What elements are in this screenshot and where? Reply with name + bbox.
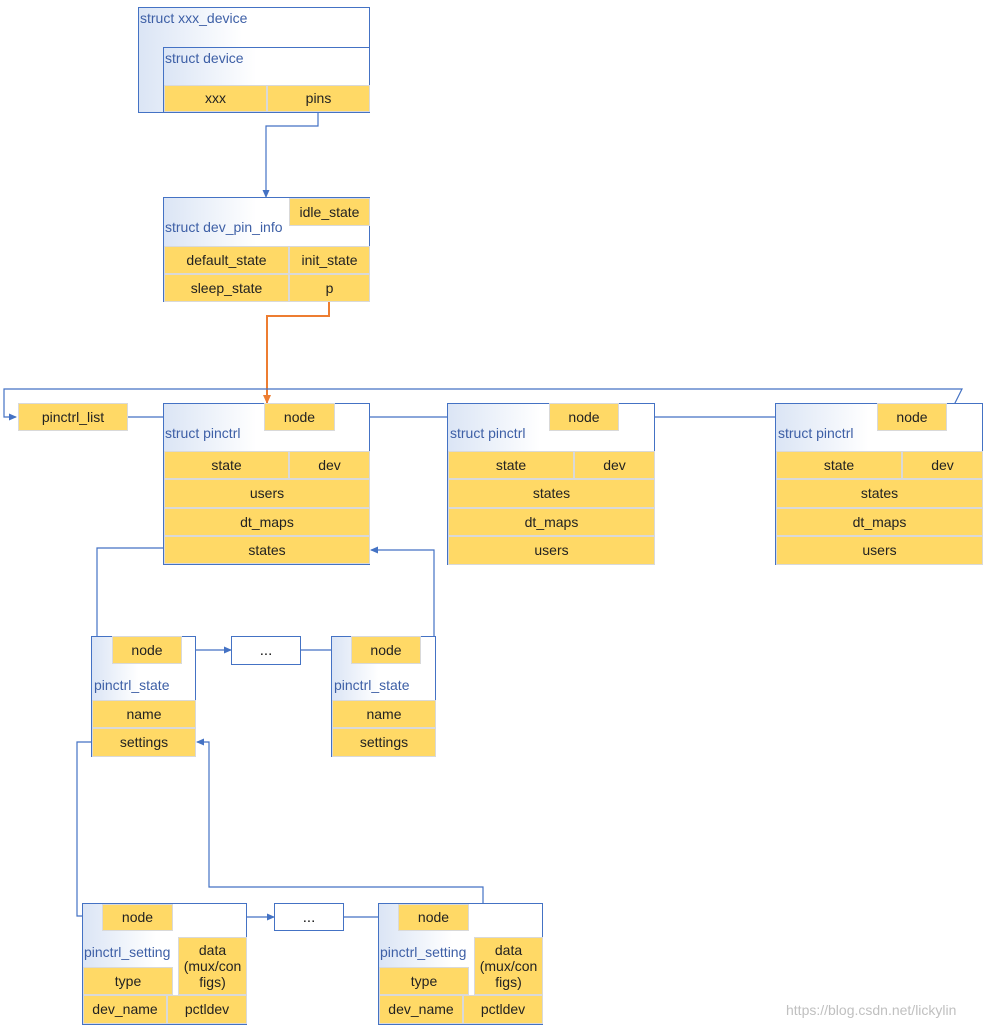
setting-ellipsis-box: ... [274,903,344,931]
pinctrl-node-1: node [264,403,335,431]
state2-to-states-line [370,546,435,651]
pinctrl-state-field-3: state [776,451,902,479]
setting-node-2: node [398,904,469,931]
setting-node-1: node [102,904,173,931]
state-ellipsis-box: ... [231,636,301,665]
states-to-state1-line [96,544,171,654]
pinctrl-node-3: node [877,403,947,431]
pinctrl-state-title-2: pinctrl_state [334,677,410,693]
pinctrl-dt-maps-field-1: dt_maps [164,508,370,536]
setting-type-field-2: type [379,967,469,995]
default-state-field: default_state [164,246,289,274]
p-to-pinctrl-arrow [263,301,330,404]
xxx-device-title: struct xxx_device [140,10,248,26]
device-title: struct device [165,50,244,66]
pinctrl-dev-field-3: dev [902,451,983,479]
dev-pin-info-title: struct dev_pin_info [165,219,283,235]
setting-dev-name-field-1: dev_name [83,995,167,1024]
p-field: p [289,274,370,302]
pinctrl-title-1: struct pinctrl [165,425,241,441]
watermark: https://blog.csdn.net/lickylin [786,1002,957,1018]
pinctrl-title-3: struct pinctrl [778,425,854,441]
pinctrl-states-field-2: states [448,479,655,508]
pinctrl-states-field-3: states [776,479,983,508]
setting-data-field-2: data (mux/con figs) [474,937,543,995]
pinctrl-states-field-1: states [164,536,370,564]
init-state-field: init_state [289,246,370,274]
pinctrl-list-head: pinctrl_list [18,403,128,431]
pinctrl-state-title-1: pinctrl_state [94,677,170,693]
pinctrl-users-field-2: users [448,536,655,565]
setting-pctldev-field-1: pctldev [167,995,247,1024]
setting-dev-name-field-2: dev_name [379,995,463,1024]
pins-field: pins [267,85,370,112]
pinctrl-users-field-1: users [164,479,370,508]
state-node-2: node [351,636,421,664]
setting-data-field-1: data (mux/con figs) [178,937,247,995]
sleep-state-field: sleep_state [164,274,289,302]
pinctrl-users-field-3: users [776,536,983,565]
pinctrl-state-field-1: state [164,451,289,479]
pinctrl-dt-maps-field-2: dt_maps [448,508,655,536]
state-name-field-1: name [92,700,196,728]
pinctrl-dev-field-1: dev [289,451,370,479]
pinctrl-dev-field-2: dev [574,451,655,479]
state-settings-field-1: settings [92,728,196,757]
state-settings-field-2: settings [332,728,436,757]
xxx-field: xxx [164,85,267,112]
setting2-to-settings-line [196,738,484,917]
pinctrl-setting-title-2: pinctrl_setting [380,944,467,960]
pinctrl-setting-title-1: pinctrl_setting [84,944,171,960]
settings-to-setting1-line [76,738,102,920]
setting-pctldev-field-2: pctldev [463,995,543,1024]
pins-to-dev-pin-info-arrow [262,113,319,198]
pinctrl-node-2: node [549,403,619,431]
pinctrl-dt-maps-field-3: dt_maps [776,508,983,536]
state-name-field-2: name [332,700,436,728]
state-node-1: node [112,636,182,664]
setting-type-field-1: type [83,967,173,995]
idle-state-field: idle_state [289,198,370,226]
pinctrl-title-2: struct pinctrl [450,425,526,441]
pinctrl-state-field-2: state [448,451,574,479]
